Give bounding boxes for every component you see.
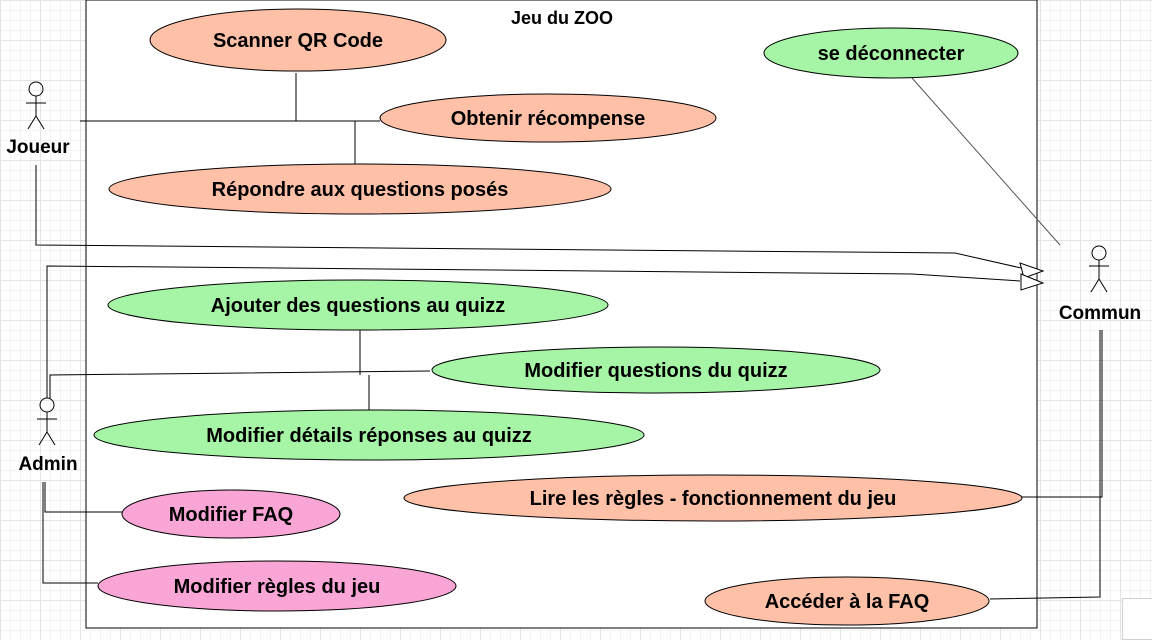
admin-regles-line	[42, 482, 98, 584]
use-case-ajouter-questions[interactable]: Ajouter des questions au quizz	[107, 279, 609, 331]
use-case-label: Modifier questions du quizz	[524, 360, 787, 382]
actor-joueur-label: Joueur	[6, 137, 70, 158]
use-case-label: Lire les règles - fonctionnement du jeu	[530, 488, 897, 510]
use-case-scanner-qr[interactable]: Scanner QR Code	[149, 8, 447, 72]
admin-faq-line	[44, 482, 122, 513]
use-case-label: Scanner QR Code	[213, 30, 383, 52]
use-case-label: Modifier règles du jeu	[174, 576, 381, 598]
use-case-lire-regles[interactable]: Lire les règles - fonctionnement du jeu	[403, 474, 1023, 522]
admin-generalization-line	[46, 265, 1021, 398]
use-case-obtenir-recompense[interactable]: Obtenir récompense	[379, 93, 717, 143]
admin-quiz-line	[49, 370, 431, 398]
use-case-label: Modifier FAQ	[169, 504, 293, 526]
use-case-label: Ajouter des questions au quizz	[211, 295, 505, 317]
actor-commun-label: Commun	[1059, 303, 1141, 324]
use-case-label: Accéder à la FAQ	[765, 591, 930, 613]
use-case-label: se déconnecter	[818, 43, 965, 65]
corner-panel	[1122, 598, 1152, 640]
lire-regles-line	[1022, 330, 1103, 498]
use-case-modifier-faq[interactable]: Modifier FAQ	[121, 489, 341, 539]
acceder-faq-line	[989, 330, 1101, 600]
commun-stick-figure-icon	[1089, 245, 1109, 293]
joueur-generalization-line	[35, 165, 1031, 271]
use-case-label: Modifier détails réponses au quizz	[206, 425, 532, 447]
joueur-stick-figure-icon	[26, 81, 46, 130]
use-case-modifier-details-reponses[interactable]: Modifier détails réponses au quizz	[93, 409, 645, 461]
joueur-arrowhead-icon	[1019, 262, 1045, 279]
deconnecter-line	[911, 77, 1061, 246]
use-case-se-deconnecter[interactable]: se déconnecter	[763, 27, 1019, 79]
use-case-acceder-faq[interactable]: Accéder à la FAQ	[704, 576, 990, 626]
use-case-label: Obtenir récompense	[451, 108, 646, 130]
use-case-label: Répondre aux questions posés	[212, 179, 509, 201]
actor-admin-label: Admin	[18, 454, 77, 475]
admin-arrowhead-icon	[1020, 273, 1045, 291]
admin-stick-figure-icon	[37, 397, 57, 446]
use-case-modifier-questions[interactable]: Modifier questions du quizz	[431, 346, 881, 394]
use-case-modifier-regles[interactable]: Modifier règles du jeu	[97, 560, 457, 612]
connectors	[35, 73, 1103, 600]
system-title: Jeu du ZOO	[511, 8, 613, 28]
use-case-repondre-questions[interactable]: Répondre aux questions posés	[108, 163, 612, 215]
